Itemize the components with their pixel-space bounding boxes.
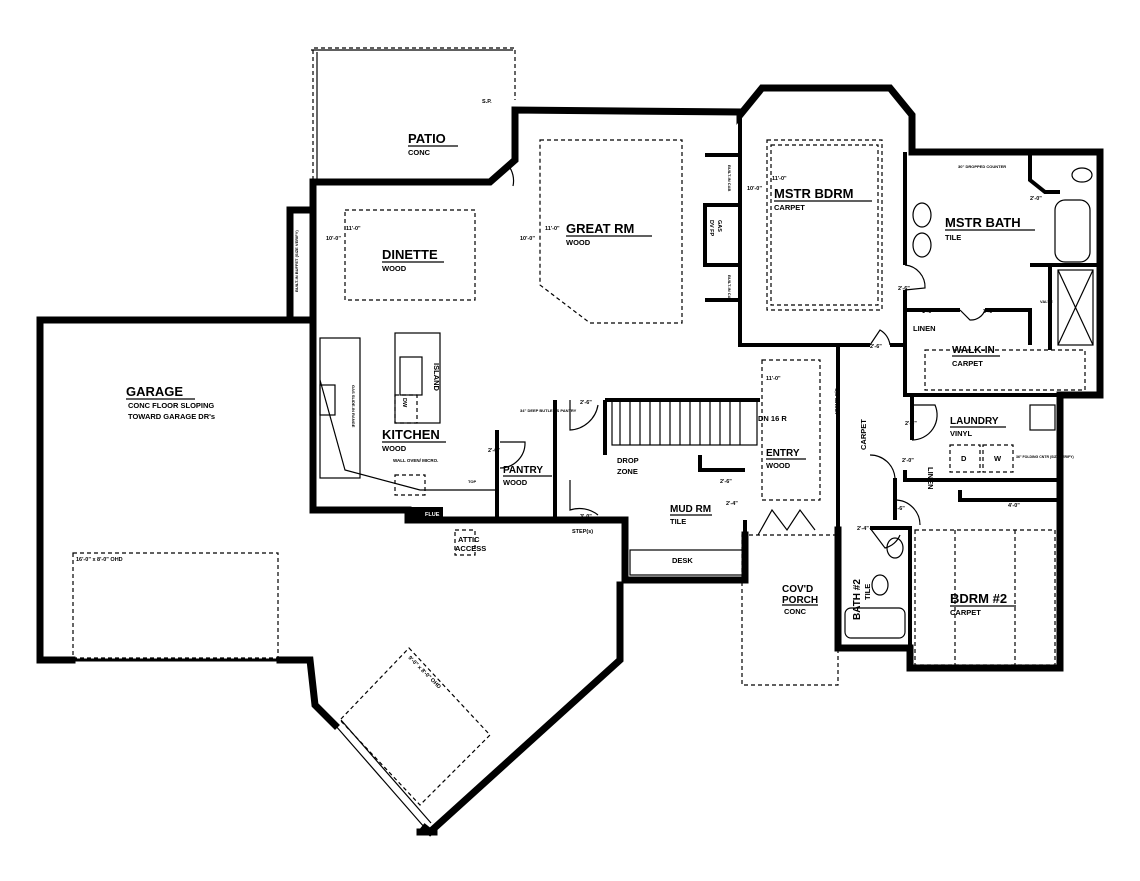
room-floor-pantry: WOOD [503,478,528,487]
stairs-label: DN 16 R [758,414,787,423]
range-label: GAS SLIDE-IN RANGE [351,385,356,428]
dim: 2'-6" [488,448,500,454]
dim: 2'-6" [720,479,732,485]
room-label-bdrm2: BDRM #2 [950,591,1007,606]
room-floor-walk-in: CARPET [952,359,983,368]
hall-carpet-label: CARPET [859,419,868,450]
desk-label: DESK [672,556,693,565]
flue-label: FLUE [425,512,440,518]
buffet-label: BUILT-IN BUFFET (SIZE VERIFY) [294,230,299,292]
dim: 2'-6" [893,506,905,512]
doors [489,164,986,549]
house-walls [286,84,1104,672]
room-label-mud-rm: MUD RM [670,504,711,515]
ceiling-mstr-a: 11'-0" [772,176,787,182]
builtin-cab-label-2: BUILT-IN CAB [727,275,732,301]
room-floor-kitchen: WOOD [382,444,407,453]
ceiling-entry: 11'-0" [766,376,781,382]
dim: 1'-6" [922,309,934,315]
room-label-great-rm: GREAT RM [566,221,634,236]
ceiling-great-b: 10'-0" [520,236,535,242]
steps-label: STEP(s) [572,529,593,535]
garage-walls [36,316,624,837]
sp-label: S.P. [482,99,492,105]
dim: 2'-6" [905,421,917,427]
room-label-garage: GARAGE [126,384,183,399]
room-floor-great-rm: WOOD [566,238,591,247]
attic-access-label-2: ACCESS [455,544,486,553]
ceiling-mstr-b: 10'-0" [747,186,762,192]
dw-label: DW [401,398,407,408]
dim: 2'-4" [857,526,869,532]
ceiling-dinette-a: 11'-0" [346,226,361,232]
room-label-entry: ENTRY [766,448,800,459]
drop-zone-label-1: DROP [617,456,639,465]
dim: 2'-6" [870,344,882,350]
room-floor-laundry: VINYL [950,429,973,438]
room-label-mstr-bath: MSTR BATH [945,215,1021,230]
ceiling-dinette-b: 10'-0" [326,236,341,242]
drop-zone-label-2: ZONE [617,467,638,476]
builtin-cab-label-1: BUILT-IN CAB [727,165,732,191]
room-label-bath2: BATH #2 [852,579,863,620]
washer-label: W [994,454,1002,463]
wall-oven-label: WALL OVEN/ MICRO. [393,458,438,463]
top-label: TOP [468,479,476,484]
room-floor-mud-rm: TILE [670,517,686,526]
room-label-porch-1: COV'D [782,584,813,595]
attic-access-label-1: ATTIC [458,535,480,544]
room-floor-porch: CONC [784,607,807,616]
room-floor-patio: CONC [408,148,431,157]
garage-door-main-label: 16'-0" x 8'-0" OHD [76,557,123,563]
dim: 2'-4" [726,501,738,507]
room-label-kitchen: KITCHEN [382,427,440,442]
room-label-patio: PATIO [408,131,446,146]
folding-counter-note: 36" FOLDING CNTR (SIZE VERIFY) [1016,455,1074,459]
dim: 2'-0" [902,458,914,464]
room-label-laundry: LAUNDRY [950,416,999,427]
room-floor-garage-1: CONC FLOOR SLOPING [128,401,214,410]
room-label-mstr-bdrm: MSTR BDRM [774,186,853,201]
room-floor-bath2: TILE [863,584,872,600]
garage-door-angled-label: 9'-0" x 8'-0" OHD [407,655,442,690]
valve-label: VALVE [1040,299,1053,304]
room-label-dinette: DINETTE [382,247,438,262]
dim: 2'-0" [983,309,995,315]
interior-walls [495,115,1100,648]
room-label-pantry: PANTRY [503,465,543,476]
flue-box [408,507,443,520]
patio-slab [311,47,516,180]
gas-fp-label-1: GAS [716,220,722,232]
gas-fp-label-2: DV FP [708,220,714,237]
linen-hall-label: LINEN [926,467,935,490]
dropped-counter-label: 30" DROPPED COUNTER [958,164,1006,169]
dim: 2'-6" [898,286,910,292]
room-label-walk-in: WALK-IN [952,345,995,356]
fixtures [319,139,1094,686]
room-floor-entry: WOOD [766,461,791,470]
island-label: ISLAND [432,363,441,392]
linen-master-label: LINEN [913,324,936,333]
room-floor-bdrm2: CARPET [950,608,981,617]
dim: 2'-0" [1030,196,1042,202]
room-floor-garage-2: TOWARD GARAGE DR's [128,412,215,421]
room-floor-mstr-bath: TILE [945,233,961,242]
dim: 4'-0" [1008,503,1020,509]
dryer-label: D [961,454,967,463]
room-floor-mstr-bdrm: CARPET [774,203,805,212]
arch-label: ARCH'D O/O [834,388,839,415]
room-floor-dinette: WOOD [382,264,407,273]
dim: 2'-6" [580,400,592,406]
butler-pantry-label: 34" DEEP BUTLER'S PANTRY [520,408,577,413]
room-label-porch-2: PORCH [782,595,818,606]
stairs [611,399,758,446]
dim: 3'-0" [580,514,592,520]
ceiling-great-a: 11'-0" [545,226,560,232]
